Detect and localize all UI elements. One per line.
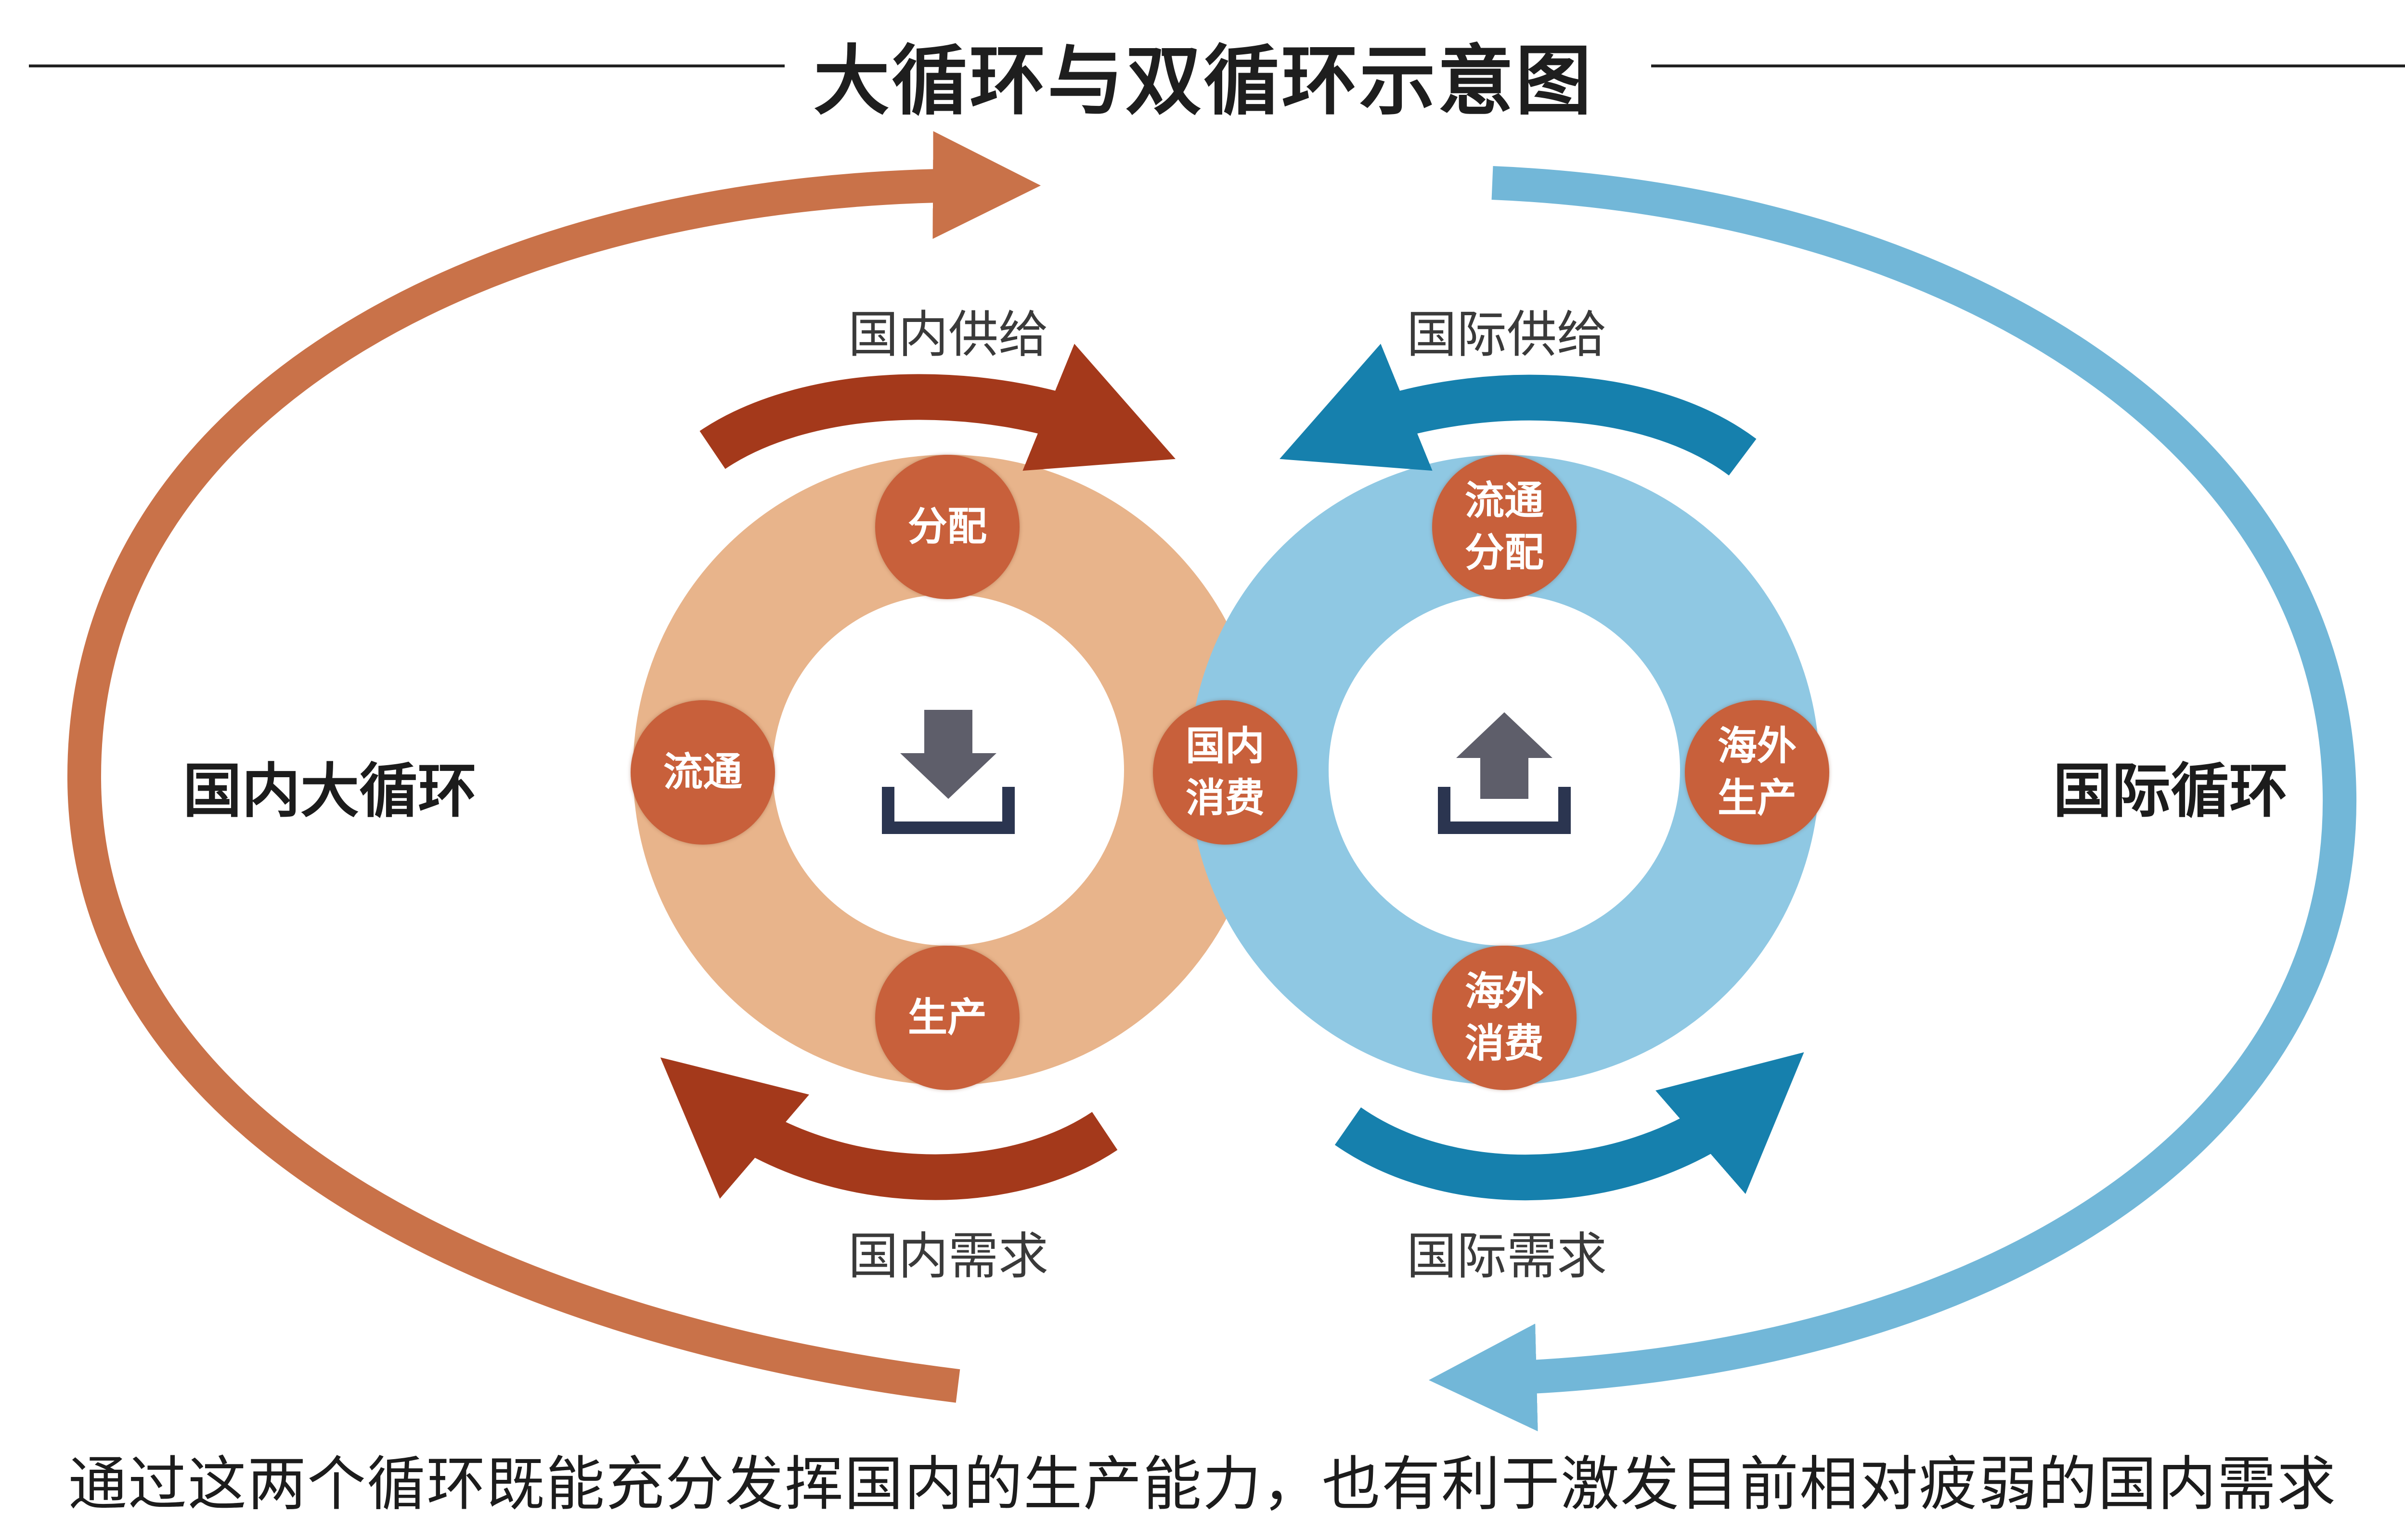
node-domestic-consumption: 国内消费 — [1153, 700, 1297, 845]
title-rule-left — [29, 64, 785, 67]
international-supply-label: 国际供给 — [1406, 305, 1607, 364]
domestic-demand-label: 国内需求 — [848, 1227, 1048, 1285]
node-distribution: 分配 — [875, 455, 1020, 599]
title-rule-right — [1651, 64, 2405, 67]
international-supply-arrow — [1280, 344, 1757, 476]
node-production: 生产 — [875, 946, 1020, 1090]
upload-icon — [1438, 712, 1571, 834]
international-loop-label: 国际循环 — [2053, 757, 2288, 825]
international-demand-label: 国际需求 — [1406, 1227, 1607, 1285]
caption: 通过这两个循环既能充分发挥国内的生产能力，也有利于激发目前相对疲弱的国内需求 — [68, 1450, 2337, 1518]
domestic-supply-label: 国内供给 — [848, 305, 1048, 364]
outer-right-arrow — [1429, 166, 2357, 1432]
node-overseas-production: 海外生产 — [1685, 700, 1829, 845]
diagram-title: 大循环与双循环示意图 — [814, 37, 1593, 126]
download-icon — [882, 710, 1015, 834]
outer-left-arrow — [67, 131, 1041, 1403]
international-demand-arrow — [1334, 1052, 1804, 1201]
domestic-loop-label: 国内大循环 — [183, 757, 477, 825]
node-circulation: 流通 — [631, 700, 775, 845]
node-overseas-consumption: 海外消费 — [1432, 946, 1577, 1090]
node-circulation-distribution: 流通分配 — [1432, 455, 1577, 599]
domestic-supply-arrow — [699, 344, 1176, 471]
domestic-demand-arrow — [660, 1057, 1118, 1200]
